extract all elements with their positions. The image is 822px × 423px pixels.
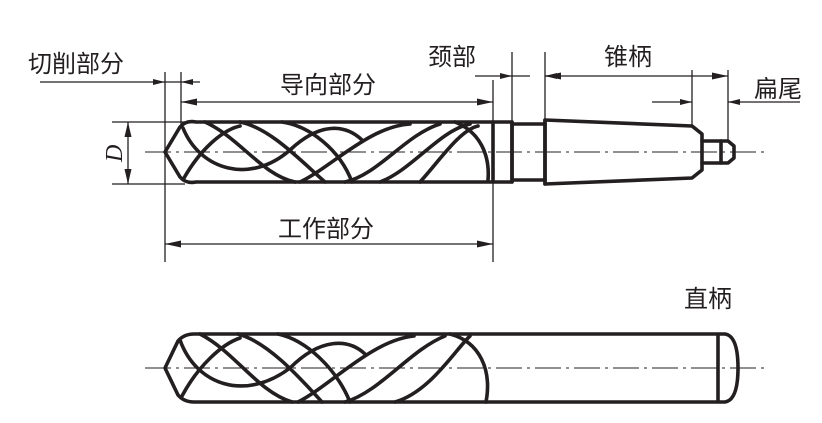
- bottom-drill-body-outline: [163, 332, 740, 404]
- diameter-symbol: D: [102, 145, 128, 163]
- bottom-drill-flutes: [178, 332, 490, 404]
- cutting-part-label: 切削部分: [28, 50, 124, 78]
- straight-shank-label: 直柄: [684, 285, 732, 313]
- working-part-label: 工作部分: [278, 215, 374, 243]
- tang-label: 扁尾: [754, 75, 802, 103]
- straight-shank-drill: [145, 332, 765, 404]
- top-drill-flutes: [181, 120, 491, 184]
- dimension-lines: [40, 52, 800, 262]
- guide-part-label: 导向部分: [280, 71, 376, 99]
- taper-shank-label: 锥柄: [604, 43, 652, 71]
- tang: [700, 139, 736, 165]
- neck-label: 颈部: [428, 43, 476, 71]
- neck-waist: [510, 122, 547, 182]
- taper-shank-drill: [145, 118, 765, 186]
